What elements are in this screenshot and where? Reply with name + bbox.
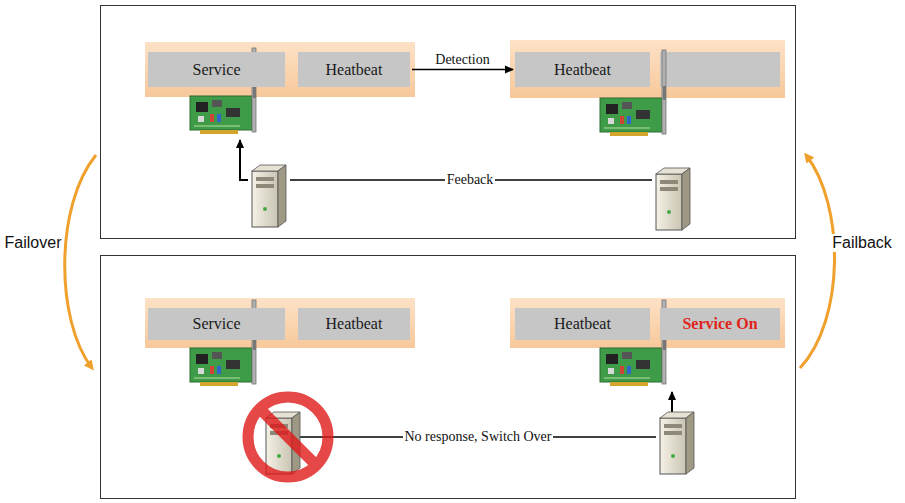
computer-icon: [660, 412, 694, 474]
node-text: Heatbeat: [554, 61, 611, 79]
service-bar: Service On: [660, 308, 780, 340]
node-text: Service: [193, 61, 241, 79]
top-panel: [101, 6, 796, 239]
server-box: [145, 42, 415, 97]
node-text: Heatbeat: [326, 315, 383, 333]
server-box: [510, 298, 785, 348]
bottom-panel: [101, 256, 796, 499]
node-text: Service: [193, 315, 241, 333]
service-bar: Service: [148, 308, 285, 340]
service-bar: Heatbeat: [298, 308, 410, 340]
service-bar: Heatbeat: [298, 52, 410, 87]
service-bar: Heatbeat: [515, 308, 650, 340]
node-text: Heatbeat: [554, 315, 611, 333]
computer-icon: [252, 165, 286, 227]
feedback-wire: [240, 140, 248, 180]
annotation-label: Failover: [4, 234, 63, 252]
node-text: Heatbeat: [326, 61, 383, 79]
service-bar: Service: [148, 52, 285, 87]
switch-over-wire: [671, 392, 673, 412]
server-box: [145, 298, 415, 348]
server-box: [510, 40, 785, 98]
node-text: Service On: [682, 315, 757, 333]
annotation-label: Feeback: [445, 172, 496, 188]
idle-service-bar: [660, 52, 780, 87]
failover-arrow: [65, 155, 96, 368]
computer-icon: [656, 168, 690, 230]
annotation-label: No response, Switch Over: [403, 429, 554, 445]
failback-arrow: [800, 155, 835, 368]
service-bar: Heatbeat: [515, 52, 650, 87]
annotation-label: Failback: [831, 234, 893, 252]
edge-label: Detection: [433, 52, 491, 68]
prohibition-sign: [248, 397, 328, 477]
detection-arrow: [412, 69, 513, 71]
